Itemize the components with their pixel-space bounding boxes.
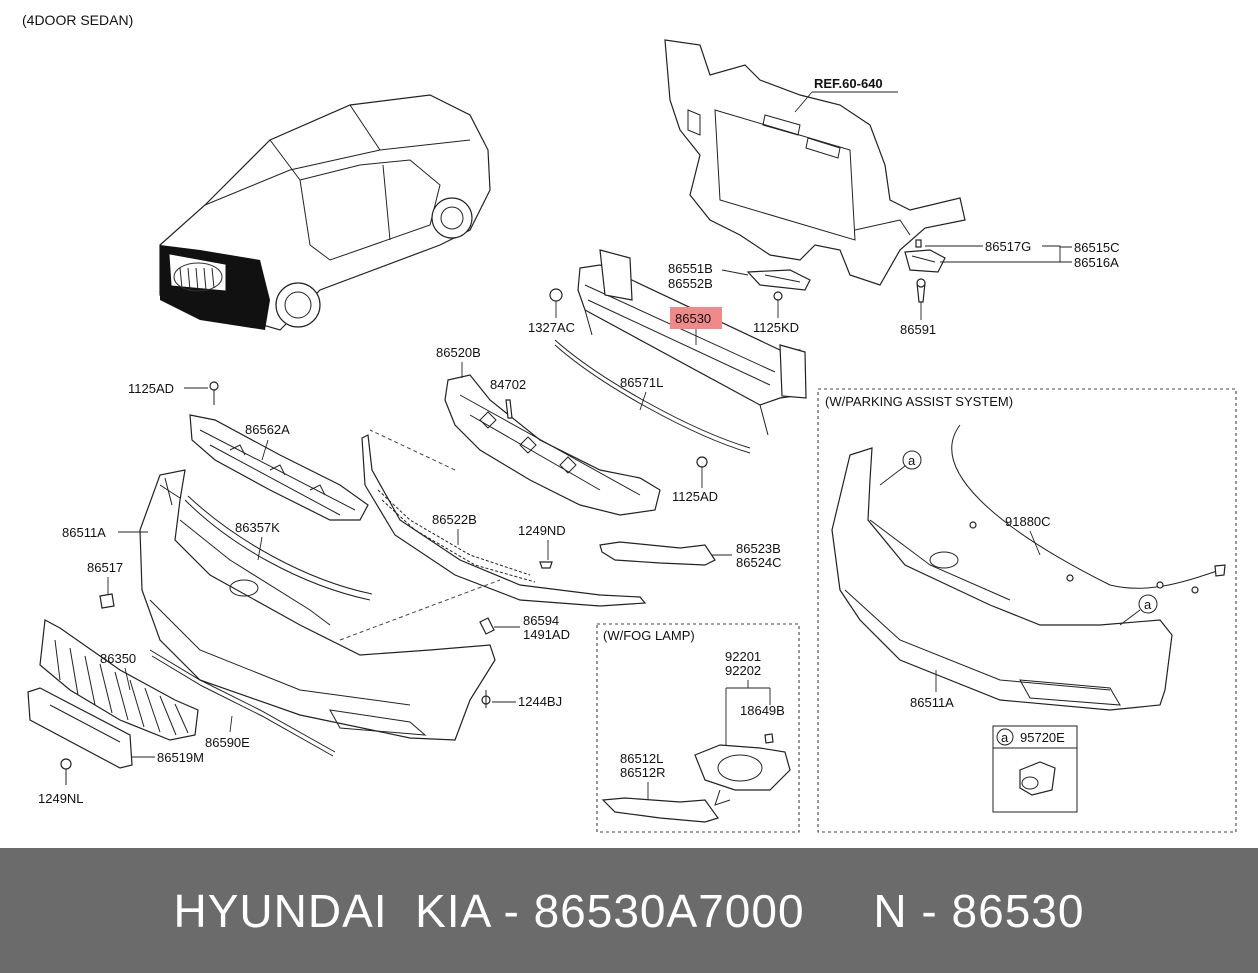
nut-1327AC (549, 288, 563, 302)
sensor-box (992, 725, 1078, 813)
bumper-with-sensors (831, 447, 1173, 711)
callout-92201: 92201 (725, 649, 761, 664)
lower-grille (361, 434, 647, 607)
callout-92202: 92202 (725, 663, 761, 678)
marker-a-top-label: a (908, 453, 916, 468)
upper-grille-carrier (189, 414, 369, 521)
grille-molding (184, 495, 373, 601)
callout-86552B: 86552B (668, 276, 713, 291)
sensor-part-number: 95720E (1020, 730, 1065, 745)
callout-1491AD: 1491AD (523, 627, 570, 642)
callout-86571L: 86571L (620, 375, 663, 390)
bracket-86551B (746, 269, 811, 301)
radiator-grille (39, 619, 199, 741)
callout-1125KD: 1125KD (753, 320, 799, 335)
fog-lamp (694, 744, 791, 806)
highlight-86530 (670, 307, 722, 329)
callout-86357K: 86357K (235, 520, 280, 535)
marker-a-top (902, 450, 922, 470)
callout-86512R: 86512R (620, 765, 666, 780)
callout-86517: 86517 (87, 560, 123, 575)
callout-86519M: 86519M (157, 750, 204, 765)
callout-86522B: 86522B (432, 512, 477, 527)
marker-a-right (1138, 594, 1158, 614)
callout-86517G: 86517G (985, 239, 1031, 254)
callout-86512L: 86512L (620, 751, 663, 766)
callout-86523B: 86523B (736, 541, 781, 556)
callout-86530: 86530 (675, 311, 711, 326)
callout-86350: 86350 (100, 651, 136, 666)
car-illustration (159, 94, 491, 331)
fog-lamp-box (596, 623, 800, 833)
marker-a-sensor-label: a (1001, 730, 1009, 745)
callout-1327AC: 1327AC (528, 320, 575, 335)
fog-cover (599, 541, 716, 566)
header-label: (4DOOR SEDAN) (22, 12, 133, 28)
callout-91880C: 91880C (1005, 514, 1051, 529)
license-plate-bracket (27, 687, 133, 769)
callout-84702: 84702 (490, 377, 526, 392)
bumper-wire (554, 339, 751, 449)
callout-18649B: 18649B (740, 703, 785, 718)
footer-part-number: HYUNDAI KIA - 86530A7000 N - 86530 (173, 884, 1085, 937)
footer-banner: HYUNDAI KIA - 86530A7000 N - 86530 (0, 848, 1258, 973)
callout-1249ND: 1249ND (518, 523, 566, 538)
lower-molding (149, 649, 336, 757)
marker-a-right-label: a (1144, 597, 1152, 612)
callout-86516A: 86516A (1074, 255, 1119, 270)
parts-diagram: (4DOOR SEDAN) REF.60-640 86517G 86515C 8… (22, 12, 1237, 833)
fog-lamp-cover (601, 797, 719, 823)
callout-1125AD-mid: 1125AD (128, 381, 174, 396)
callout-86511A: 86511A (62, 525, 106, 540)
callout-86590E: 86590E (205, 735, 250, 750)
callout-86594: 86594 (523, 613, 559, 628)
callout-1249NL: 1249NL (38, 791, 84, 806)
parking-box-title: (W/PARKING ASSIST SYSTEM) (825, 394, 1013, 409)
ref-label: REF.60-640 (814, 76, 883, 91)
callout-86524C: 86524C (736, 555, 782, 570)
callout-86591: 86591 (900, 322, 936, 337)
callout-86551B: 86551B (668, 261, 713, 276)
sensor-wiring (951, 424, 1221, 589)
bumper-bracket-right (904, 239, 946, 303)
radiator-support-panel (664, 39, 966, 286)
callout-86520B: 86520B (436, 345, 481, 360)
parking-assist-box (817, 388, 1237, 833)
callout-86511A-parking: 86511A (910, 695, 954, 710)
callout-86562A: 86562A (245, 422, 290, 437)
marker-a-sensor (996, 728, 1014, 746)
fog-box-title: (W/FOG LAMP) (603, 628, 695, 643)
callout-86515C: 86515C (1074, 240, 1120, 255)
callout-1244BJ: 1244BJ (518, 694, 562, 709)
energy-absorber (444, 374, 661, 516)
callout-1125AD-top: 1125AD (672, 489, 718, 504)
parking-sensor (1019, 761, 1056, 796)
